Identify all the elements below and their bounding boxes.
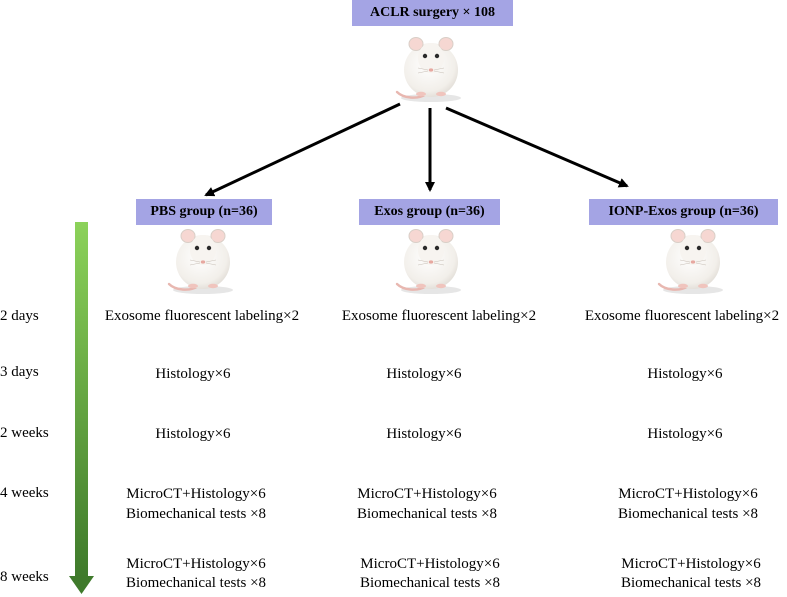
ionp-exos-cell-text: MicroCT+Histology×6 [621,556,761,572]
exos-rat-icon [395,228,463,296]
exos-cell-text-2: Biomechanical tests ×8 [359,575,501,591]
ionp-exos-rat-icon [657,228,725,296]
timepoint-label: 4 weeks [0,485,49,501]
exos-cell-text: MicroCT+Histology×6 [360,556,500,572]
arrow-to-ionp-exos [445,106,629,188]
exos-cell-text: Exosome fluorescent labeling×2 [341,308,537,324]
group-box-pbs: PBS group (n=36) [136,199,272,225]
timepoint-label: 3 days [0,364,39,380]
timeline-bar [75,222,88,577]
exos-cell-text: Histology×6 [386,426,462,442]
ionp-exos-cell-text: Histology×6 [647,426,723,442]
timepoint-label: 8 weeks [0,569,49,585]
timepoint-label: 2 days [0,308,39,324]
ionp-exos-cell-text-2: Biomechanical tests ×8 [620,575,762,591]
pbs-rat-icon [167,228,235,296]
timepoint-label: 2 weeks [0,425,49,441]
pbs-cell-text-2: Biomechanical tests ×8 [125,506,267,522]
pbs-cell-text: Exosome fluorescent labeling×2 [104,308,300,324]
pbs-cell-text: MicroCT+Histology×6 [126,556,266,572]
arrow-to-pbs [204,102,401,197]
pbs-cell-text: Histology×6 [155,426,231,442]
group-box-exos: Exos group (n=36) [359,199,500,225]
group-box-ionp-exos: IONP-Exos group (n=36) [589,199,778,225]
top-rat-icon [395,36,463,104]
top-box-aclr: ACLR surgery × 108 [352,0,513,26]
pbs-cell-text: Histology×6 [155,366,231,382]
ionp-exos-cell-text: Exosome fluorescent labeling×2 [584,308,780,324]
pbs-cell-text-2: Biomechanical tests ×8 [125,575,267,591]
ionp-exos-cell-text-2: Biomechanical tests ×8 [617,506,759,522]
ionp-exos-cell-text: MicroCT+Histology×6 [618,486,758,502]
exos-cell-text: MicroCT+Histology×6 [357,486,497,502]
pbs-cell-text: MicroCT+Histology×6 [126,486,266,502]
timeline-arrowhead [69,576,94,594]
exos-cell-text-2: Biomechanical tests ×8 [356,506,498,522]
exos-cell-text: Histology×6 [386,366,462,382]
ionp-exos-cell-text: Histology×6 [647,366,723,382]
